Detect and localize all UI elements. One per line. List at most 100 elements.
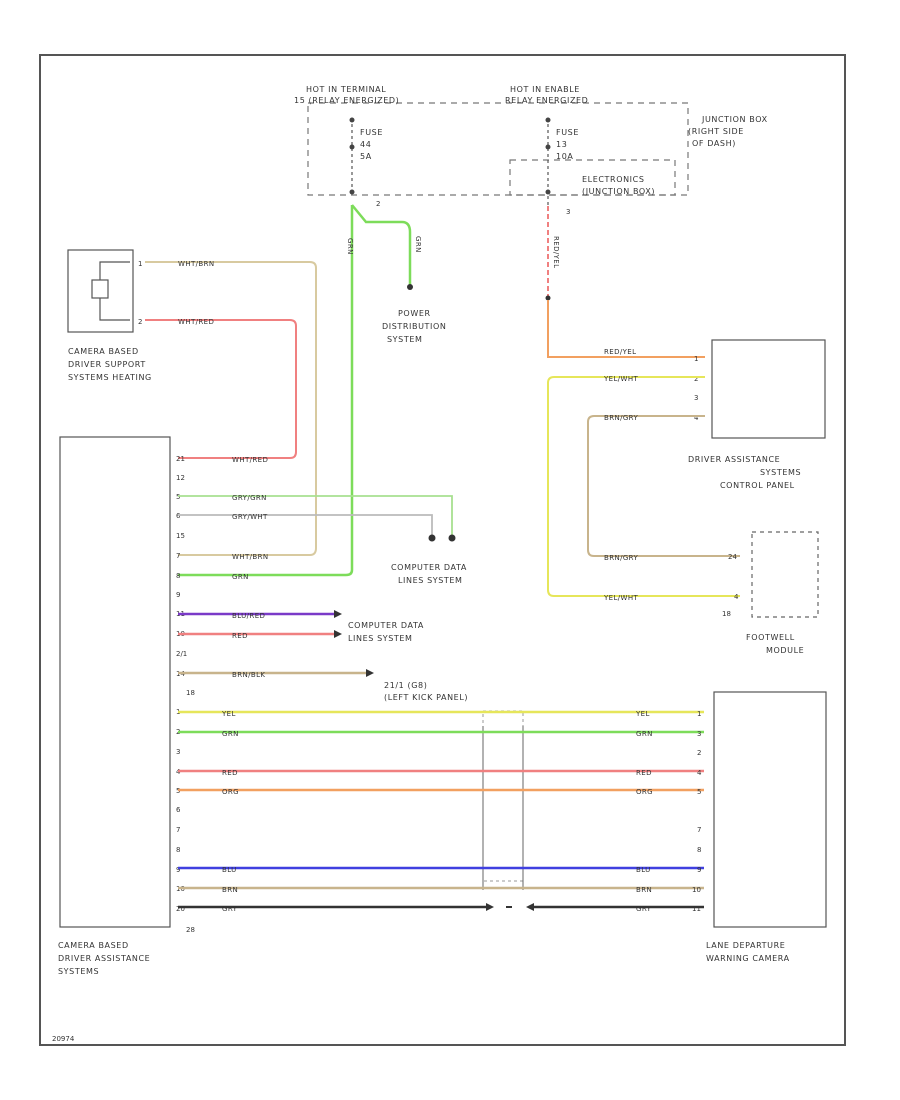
diagram-id: 20974 [52,1035,75,1043]
camera-module-label-2: DRIVER ASSISTANCE [58,954,150,963]
heater-element-icon [91,261,130,321]
wire-label-lane7-right: GRY [636,905,652,913]
cam-pin: 28 [186,926,195,934]
cam-pin: 3 [176,748,180,756]
wire-label-lane5-right: BLU [636,866,651,874]
wire-label-cam7: WHT/BRN [232,553,269,561]
cam-pin: 20 [176,905,185,913]
cam-pin: 8 [176,846,180,854]
cam-pin: 7 [176,552,180,560]
lane-camera-label-2: WARNING CAMERA [706,954,790,963]
wire-arrow [366,669,374,677]
heat-pin-2: 2 [138,318,142,326]
wire-heat-top [145,261,317,556]
wire-label-cam14: BRN/BLK [232,671,265,679]
control-panel-label-3: CONTROL PANEL [720,481,795,490]
lane-camera-pins: 1 3 2 4 5 7 8 9 10 11 [692,710,702,913]
power-dist-label-1: POWER [398,309,431,318]
fuse-box-outline [307,102,689,196]
cam-pin: 6 [176,806,181,814]
shield-box [482,710,524,882]
control-panel-box [711,339,826,439]
lane-pin: 5 [697,788,701,796]
cp-pin: 2 [694,375,698,383]
wire-label-heat-bottom: WHT/RED [178,318,214,326]
lane-pin: 7 [697,826,701,834]
wire-arrow [486,903,494,911]
power-dist-label-3: SYSTEM [387,335,423,344]
wire-label-lane1-right: YEL [635,710,650,718]
wire-arrow [334,630,342,638]
wire-label-lane5-left: BLU [222,866,237,874]
camera-pins: 21 12 5 6 15 7 8 9 11 10 2/1 14 18 1 2 3… [176,455,195,934]
wire-label-lane2-right: GRN [636,730,653,738]
wire-label-cam6: GRY/WHT [232,513,268,521]
wire-label-cam8: GRN [232,573,249,581]
computer-lines-1-label-1: COMPUTER DATA [391,563,467,572]
wire-label-cp2: YEL/WHT [603,375,639,383]
lane-pin: 9 [697,866,701,874]
wire-fuse-to-camera-8 [178,205,354,577]
fuse-right-number: 13 [556,140,567,149]
hot-enable-label-2: RELAY ENERGIZED [505,96,588,105]
fuse-left-label: FUSE [360,128,383,137]
hot-enable-label-1: HOT IN ENABLE [510,85,580,94]
wire-label-lane2-left: GRN [222,730,239,738]
footwell-label-1: FOOTWELL [746,633,795,642]
fuse-left-number: 44 [360,140,371,149]
lane-camera-label-1: LANE DEPARTURE [706,941,785,950]
cam-pin: 7 [176,826,180,834]
wire-label-cam21: WHT/RED [232,456,268,464]
computer-lines-2-label-2: LINES SYSTEM [348,634,413,643]
lane-pin: 4 [697,769,702,777]
wire-label-fuse-red: RED/YEL [552,236,560,268]
wire-label-fw2: YEL/WHT [603,594,639,602]
wire-label-fuse-green-2: GRN [414,236,422,253]
wire-cam-gry-wht [178,514,433,536]
lane-pin: 2 [697,749,701,757]
electronics-label-2: (JUNCTION BOX) [582,187,655,196]
wire-arrow [334,610,342,618]
ground-label-1: 21/1 (G8) [384,681,427,690]
lane-pin: 8 [697,846,701,854]
wire-fuse-to-power-dist [351,204,412,285]
junction-box-label-2: (RIGHT SIDE [688,127,744,136]
wire-label-fuse-green: GRN [346,238,354,255]
cam-pin: 9 [176,866,180,874]
fw-pin: 18 [722,610,731,618]
footwell-box [751,531,819,618]
heat-pin-1: 1 [138,260,142,268]
lane-camera-box [713,691,827,928]
lane-pin: 3 [697,730,701,738]
cp-pin: 3 [694,394,698,402]
fuse-right-out-pin: 3 [566,208,570,216]
wire-yel-wht [547,376,740,597]
wire-label-cam5: GRY/GRN [232,494,267,502]
wire-label-heat-top: WHT/BRN [178,260,215,268]
heating-label-3: SYSTEMS HEATING [68,373,152,382]
fw-pin: 4 [734,593,739,601]
lane-pin: 11 [692,905,701,913]
fuse-right-label: FUSE [556,128,579,137]
wire-arrow [526,903,534,911]
computer-lines-1-label-2: LINES SYSTEM [398,576,463,585]
wire-label-cp1: RED/YEL [604,348,636,356]
lane-pin: 10 [692,886,701,894]
wire-label-lane7-left: GRY [222,905,238,913]
wire-label-lane6-left: BRN [222,886,238,894]
wire-label-cp4: BRN/GRY [604,414,639,422]
camera-module-box [59,436,171,928]
computer-lines-2-label-1: COMPUTER DATA [348,621,424,630]
heating-label-1: CAMERA BASED [68,347,139,356]
wire-label-fw1: BRN/GRY [604,554,639,562]
cam-pin: 5 [176,493,180,501]
lane-pin: 1 [697,710,701,718]
hot-terminal-label-1: HOT IN TERMINAL [306,85,386,94]
cam-pin: 12 [176,474,185,482]
wire-label-lane6-right: BRN [636,886,652,894]
wire-label-lane3-left: RED [222,769,238,777]
fuse-right: FUSE 13 10A 3 [545,117,579,216]
cam-pin: 8 [176,572,180,580]
heating-label-2: DRIVER SUPPORT [68,360,146,369]
